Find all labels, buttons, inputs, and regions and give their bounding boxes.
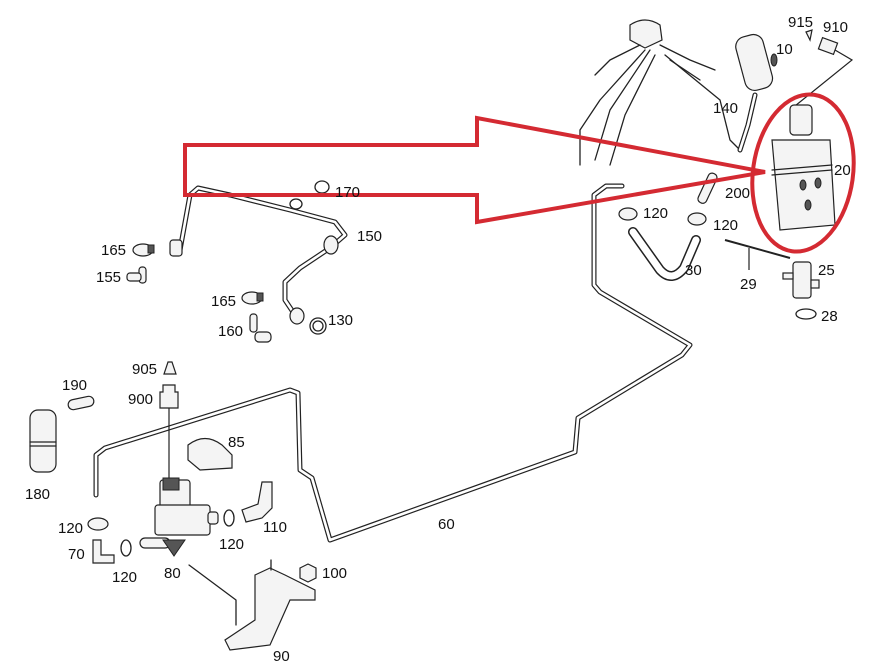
elbow-155 [126,266,147,284]
connector-910 [789,36,854,111]
label-140: 140 [713,100,738,117]
label-905: 905 [132,361,157,378]
pipe-150 [169,185,348,325]
clamp-165-a [132,243,155,257]
label-150: 150 [357,228,382,245]
label-100: 100 [322,565,347,582]
nut-100 [299,563,317,583]
bracket-85 [187,437,233,471]
label-120: 120 [713,217,738,234]
label-28: 28 [821,308,838,325]
label-120: 120 [58,520,83,537]
label-160: 160 [218,323,243,340]
hose-190 [67,395,95,411]
label-20: 20 [834,162,851,179]
clamp-165-b [241,291,264,305]
label-170: 170 [335,184,360,201]
clamp-120-e [120,539,132,557]
callout-labels: 915 910 10 140 20 200 120 120 30 29 25 2… [25,14,851,665]
hose-200 [697,172,718,204]
canister-20 [771,104,836,231]
label-900: 900 [128,391,153,408]
label-30: 30 [685,262,702,279]
label-120: 120 [219,536,244,553]
label-10: 10 [776,41,793,58]
pipe-60 [93,183,693,543]
plug-915 [805,29,813,42]
label-120: 120 [112,569,137,586]
clamp-120-b [687,212,707,226]
filter-10 [735,33,778,92]
line-29 [724,239,791,270]
elbow-160 [249,313,272,343]
pipe-end [289,307,305,325]
label-80: 80 [164,565,181,582]
label-25: 25 [818,262,835,279]
highlight-circle [750,92,856,254]
elbow-70 [92,539,115,564]
label-90: 90 [273,648,290,665]
clamp-120-d [223,509,235,527]
label-165: 165 [101,242,126,259]
plug-905 [163,361,177,375]
elbow-110 [241,481,273,523]
label-110: 110 [263,519,287,536]
label-200: 200 [725,185,750,202]
valve-80 [139,477,219,557]
filler-hoses [579,19,741,166]
label-60: 60 [438,516,455,533]
damper-180 [29,409,57,473]
label-190: 190 [62,377,87,394]
oring-28 [795,308,817,320]
hose-30 [628,227,701,281]
clamp-120-a [618,207,638,221]
clamp-130 [309,317,327,335]
label-29: 29 [740,276,757,293]
connector-900 [159,384,179,480]
label-85: 85 [228,434,245,451]
label-120: 120 [643,205,668,222]
label-165: 165 [211,293,236,310]
valve-25 [782,261,820,299]
hose-140 [737,92,758,153]
label-130: 130 [328,312,353,329]
label-915: 915 [788,14,813,31]
label-70: 70 [68,546,85,563]
label-180: 180 [25,486,50,503]
highlight-arrow [183,92,856,254]
label-155: 155 [96,269,121,286]
pipe-connector [323,235,339,255]
bracket-90 [188,559,316,651]
elbow-connector [169,239,183,257]
label-910: 910 [823,19,848,36]
clamp-120-c [87,517,109,531]
